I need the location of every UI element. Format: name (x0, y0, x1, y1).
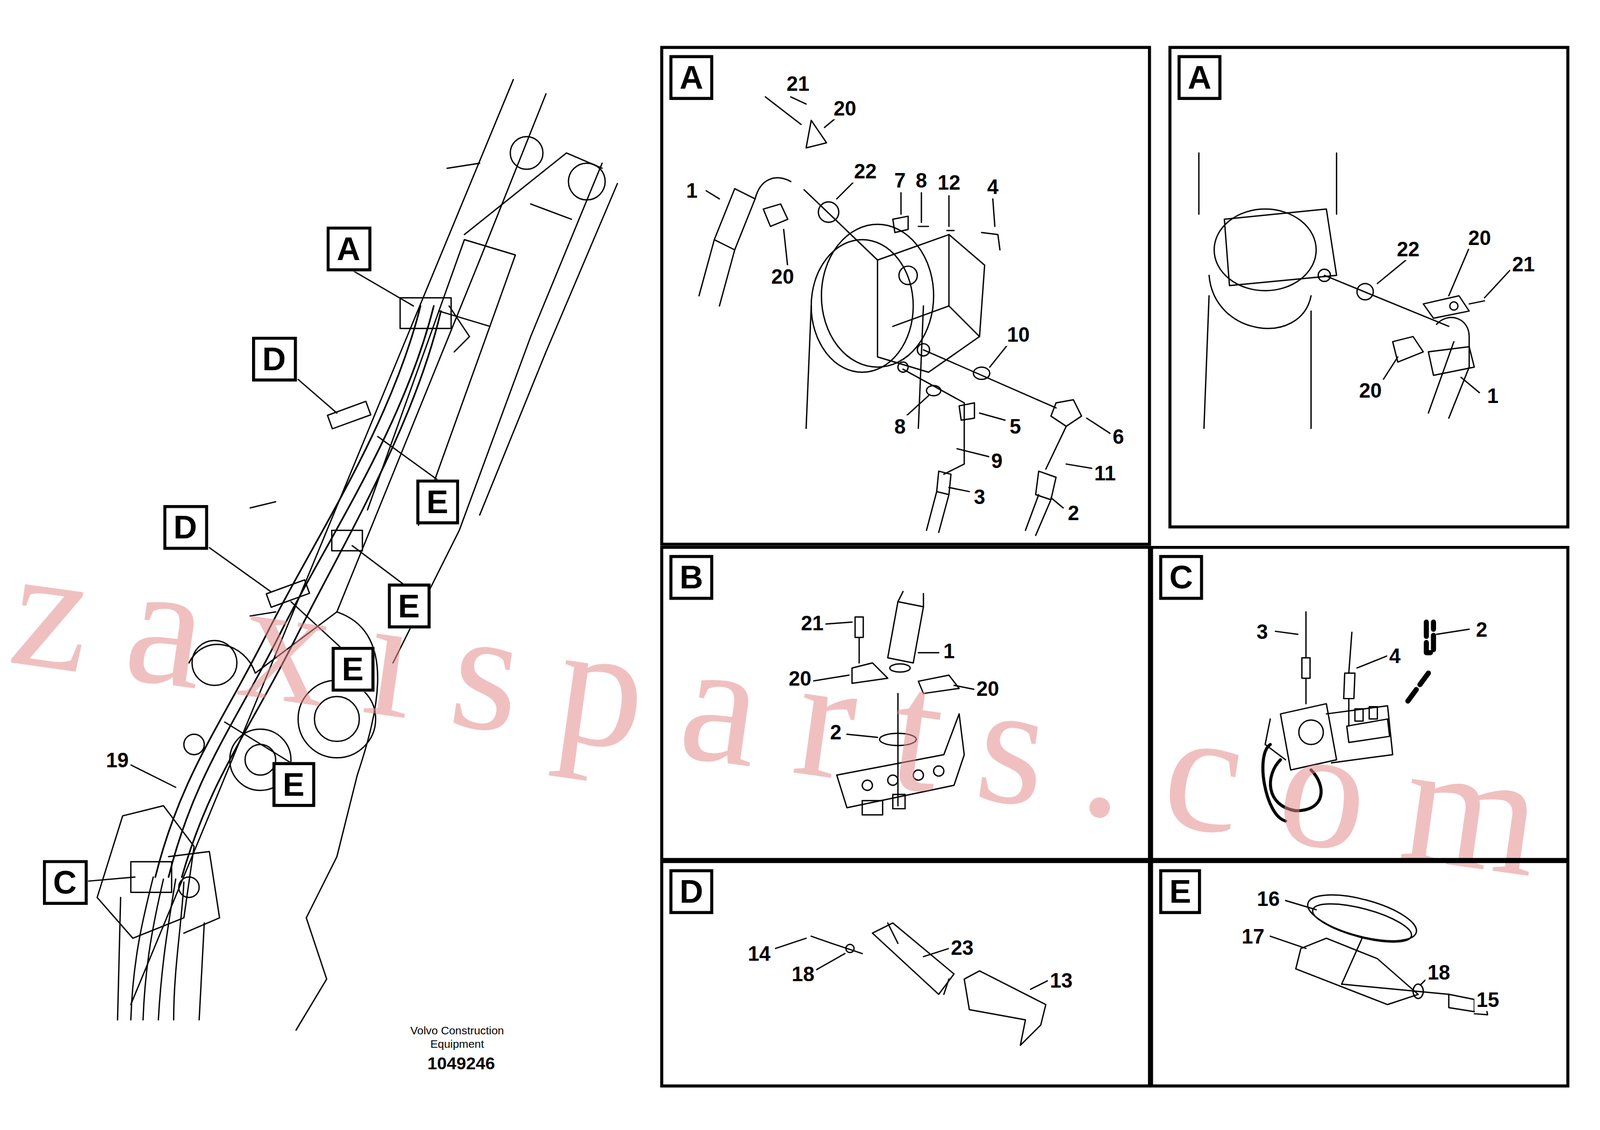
view-letter: C (1159, 555, 1204, 601)
callout-number: 21 (798, 612, 826, 635)
callout-number: 20 (831, 96, 859, 120)
detail-panel: A (1168, 45, 1570, 529)
callout-number: 17 (1239, 925, 1267, 949)
callout-number: 13 (1048, 969, 1075, 993)
callout-number: 20 (786, 667, 814, 691)
view-callout: E (416, 479, 460, 525)
view-letter: E (397, 586, 421, 626)
view-callout: D (252, 336, 298, 383)
callout-number: 22 (1394, 237, 1422, 261)
callout-number: 10 (1005, 323, 1032, 347)
callout-number: 2 (1473, 618, 1490, 642)
view-letter: C (53, 863, 78, 902)
callout-number: 11 (1092, 462, 1118, 485)
callout-number: 21 (784, 72, 812, 96)
callout-number: 2 (828, 721, 844, 744)
detail-panel: E (1150, 860, 1570, 1088)
drawing-number: 1049246 (425, 1052, 498, 1076)
callout-number: 3 (1254, 620, 1271, 643)
callout-number: 20 (1466, 226, 1494, 249)
view-letter: D (669, 869, 714, 915)
maker-name: Volvo Construction Equipment (398, 1024, 515, 1051)
view-letter: E (282, 765, 306, 805)
watermark: zaxisparts.com (0, 518, 1592, 910)
view-callout: E (331, 647, 375, 693)
callout-number: 9 (989, 449, 1006, 473)
callout-number: 4 (1387, 644, 1403, 668)
view-letter: E (341, 649, 365, 689)
callout-number: 6 (1110, 425, 1127, 449)
callout-number: 12 (935, 171, 963, 195)
callout-number: 22 (851, 160, 879, 183)
callout-number: 20 (974, 677, 1002, 701)
callout-number: 1 (1484, 384, 1501, 408)
callout-number: 18 (789, 963, 817, 986)
callout-number: 1 (684, 179, 700, 203)
view-letter: A (669, 55, 714, 101)
callout-number: 18 (1425, 960, 1453, 984)
callout-number: 8 (913, 169, 930, 192)
view-letter: D (262, 339, 288, 379)
detail-panel: C (1150, 546, 1570, 862)
callout-number: 20 (1357, 379, 1384, 403)
detail-panel: D (659, 860, 1151, 1088)
view-letter: A (336, 229, 362, 269)
view-callout: D (163, 505, 209, 551)
callout-number: 3 (971, 485, 988, 509)
callout-number: 1 (941, 639, 957, 663)
view-letter: D (173, 508, 199, 548)
view-letter: E (426, 482, 450, 522)
callout-number: 23 (948, 936, 976, 960)
callout-number: 15 (1474, 988, 1502, 1012)
callout-number: 2 (1065, 501, 1082, 525)
callout-number: 7 (892, 169, 908, 192)
callout-number: 16 (1254, 887, 1282, 911)
view-callout: E (272, 762, 316, 808)
callout-number: 5 (1007, 415, 1024, 439)
view-letter: A (1177, 55, 1222, 101)
callout-number: 8 (892, 415, 908, 439)
view-callout: C (42, 860, 89, 906)
view-callout: E (387, 583, 431, 629)
detail-panel: B (659, 546, 1151, 862)
callout-number: 20 (769, 265, 796, 289)
view-letter: B (669, 555, 714, 601)
view-callout: A (326, 226, 372, 272)
view-letter: E (1159, 869, 1202, 915)
callout-number: 21 (1510, 253, 1538, 276)
callout-number: 4 (985, 175, 1001, 199)
detail-panel: A (659, 45, 1151, 546)
callout-number: 14 (745, 942, 773, 966)
callout-number: 19 (103, 749, 131, 772)
